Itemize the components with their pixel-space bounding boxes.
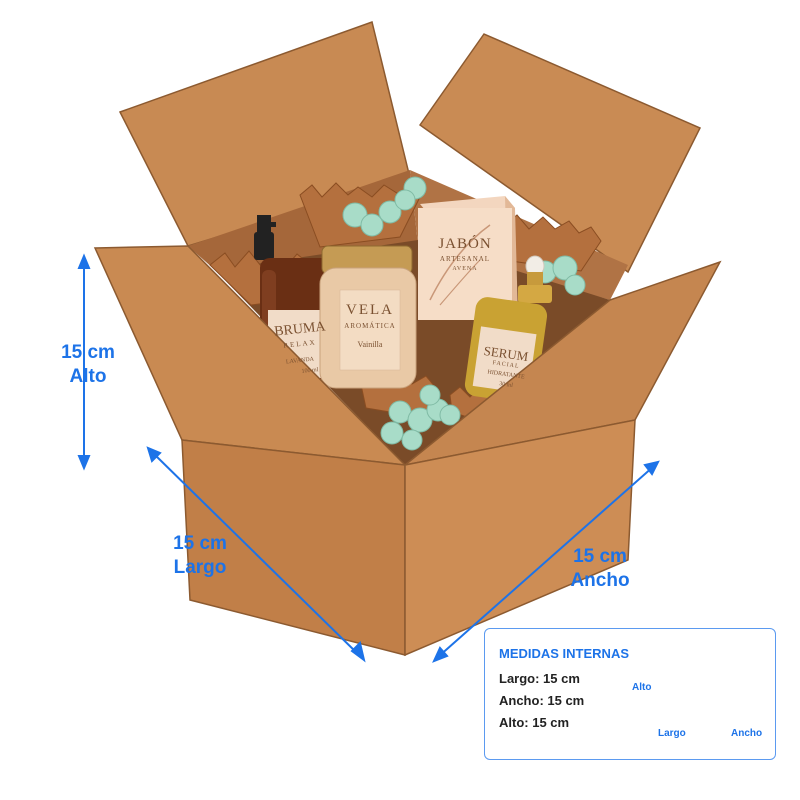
info-line-alto: Alto: 15 cm: [499, 715, 570, 730]
foam-peanuts: [342, 176, 586, 451]
dimension-label-ancho: 15 cm Ancho: [560, 545, 640, 593]
largo-value: 15 cm: [173, 533, 227, 554]
info-panel-title: MEDIDAS INTERNAS: [499, 646, 630, 661]
jabon-label-scent: AVENA: [452, 266, 478, 272]
vela-label-scent: Vainilla: [357, 340, 383, 349]
dimension-label-largo: 15 cm Largo: [160, 532, 240, 580]
dimension-arrows: [77, 253, 660, 663]
alto-label: Alto: [69, 366, 107, 387]
mini-label-ancho: Ancho: [731, 728, 763, 739]
info-line-ancho: Ancho: 15 cm: [499, 693, 585, 708]
mini-label-largo: Largo: [658, 728, 686, 739]
ancho-label: Ancho: [570, 570, 630, 591]
internal-measures-panel: MEDIDAS INTERNAS Largo: 15 cm Ancho: 15 …: [484, 628, 776, 760]
mini-label-alto: Alto: [632, 682, 652, 693]
vela-label-subtitle: AROMÁTICA: [344, 322, 396, 330]
box-front-right-face: [404, 419, 636, 657]
jabon-label-subtitle: ARTESANAL: [439, 255, 491, 263]
largo-label: Largo: [173, 557, 227, 578]
vela-label-name: VELA: [346, 302, 394, 318]
jabon-label-name: JABÓN: [438, 236, 492, 252]
box-back-flap-right: [418, 33, 702, 274]
ancho-value: 15 cm: [573, 546, 627, 567]
dimension-label-alto: 15 cm Alto: [48, 341, 128, 389]
alto-value: 15 cm: [61, 342, 115, 363]
info-line-largo: Largo: 15 cm: [499, 671, 580, 686]
vela-candle-jar: [319, 245, 417, 389]
